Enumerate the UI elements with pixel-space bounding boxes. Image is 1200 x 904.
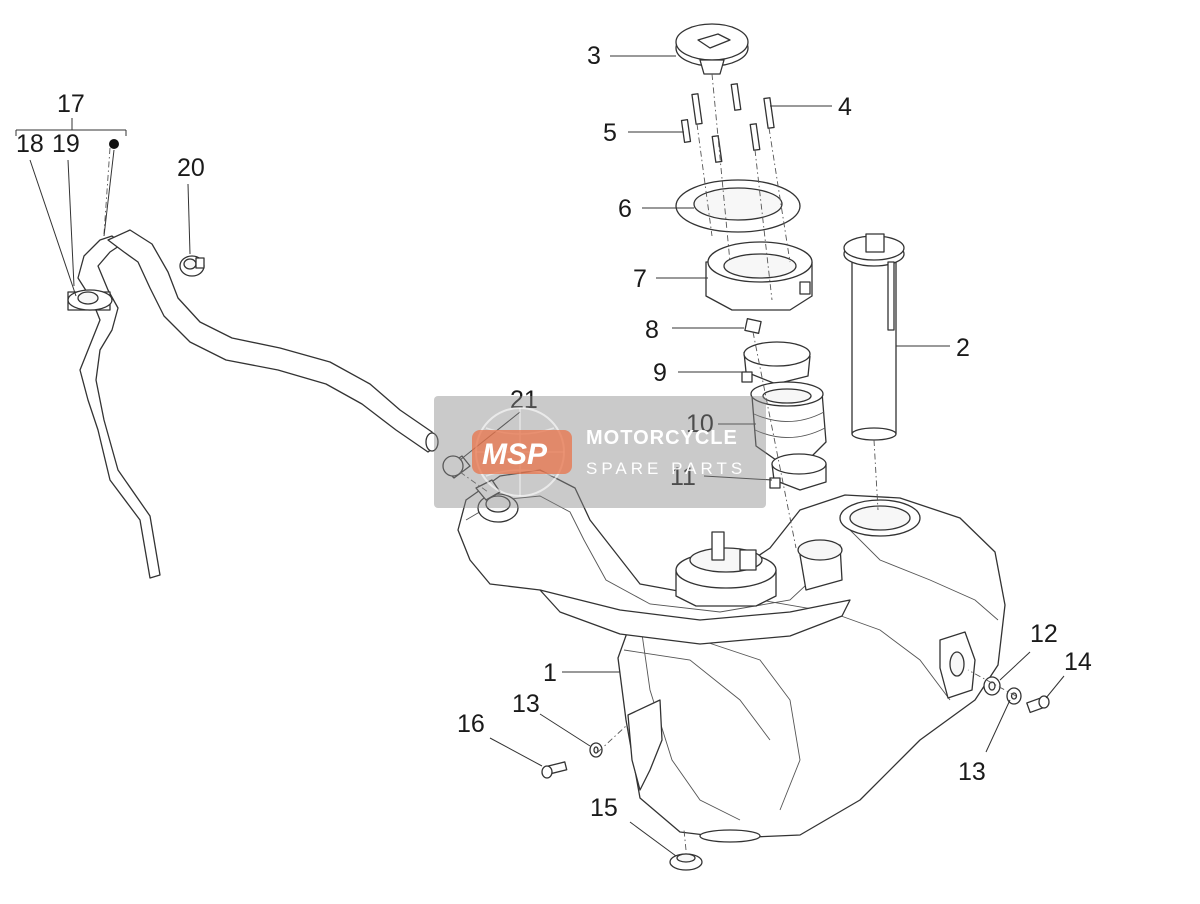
callout-13-right: 13 [958,758,986,786]
callout-labels: 3 4 5 6 7 8 9 10 11 2 1 12 14 13 13 16 1… [16,42,1092,822]
callout-2: 2 [956,334,970,362]
washer-12 [983,676,1001,696]
callout-3: 3 [587,42,601,70]
gasket-6 [675,179,801,233]
callout-15: 15 [590,794,618,822]
watermark-logo: MSP [482,438,548,471]
callout-19: 19 [52,130,80,158]
callout-4: 4 [838,93,852,121]
breather-hose-assembly [67,229,439,579]
watermark-box [434,396,766,508]
callout-10: 10 [686,410,714,438]
clamp-9 [741,341,811,385]
bolt-14 [1026,695,1050,714]
callout-11: 11 [670,463,696,491]
callout-20: 20 [177,154,205,182]
bolts-4-5 [680,83,775,163]
clamp-11 [769,453,827,491]
fuel-tank-1 [457,469,1006,843]
callout-14: 14 [1064,648,1092,676]
watermark-logo-badge [472,430,572,474]
filler-cap-3 [675,23,749,75]
hose-cap-21 [442,455,471,479]
bullet-marker [109,139,119,149]
callout-6: 6 [618,195,632,223]
callout-7: 7 [633,265,647,293]
watermark-line1: MOTORCYCLE [586,427,738,449]
watermark: MSP MOTORCYCLE SPARE PARTS [434,396,766,508]
assembly-axes [103,73,1017,851]
hose-clamp-20 [179,255,205,277]
callout-9: 9 [653,359,667,387]
callout-12: 12 [1030,620,1058,648]
washer-13-left [589,742,603,758]
callout-1: 1 [543,659,557,687]
callout-5: 5 [603,119,617,147]
callout-18: 18 [16,130,44,158]
callout-17: 17 [57,90,85,118]
watermark-line2: SPARE PARTS [586,459,746,478]
nut-8 [744,318,762,334]
callout-16: 16 [457,710,485,738]
bolt-16 [541,761,568,779]
hose-10 [750,381,827,461]
leader-lines [15,55,1065,857]
grommet-15 [669,853,703,871]
callout-8: 8 [645,316,659,344]
fuel-level-sender-2 [843,233,905,441]
flange-7 [705,241,813,311]
callout-13-left: 13 [512,690,540,718]
